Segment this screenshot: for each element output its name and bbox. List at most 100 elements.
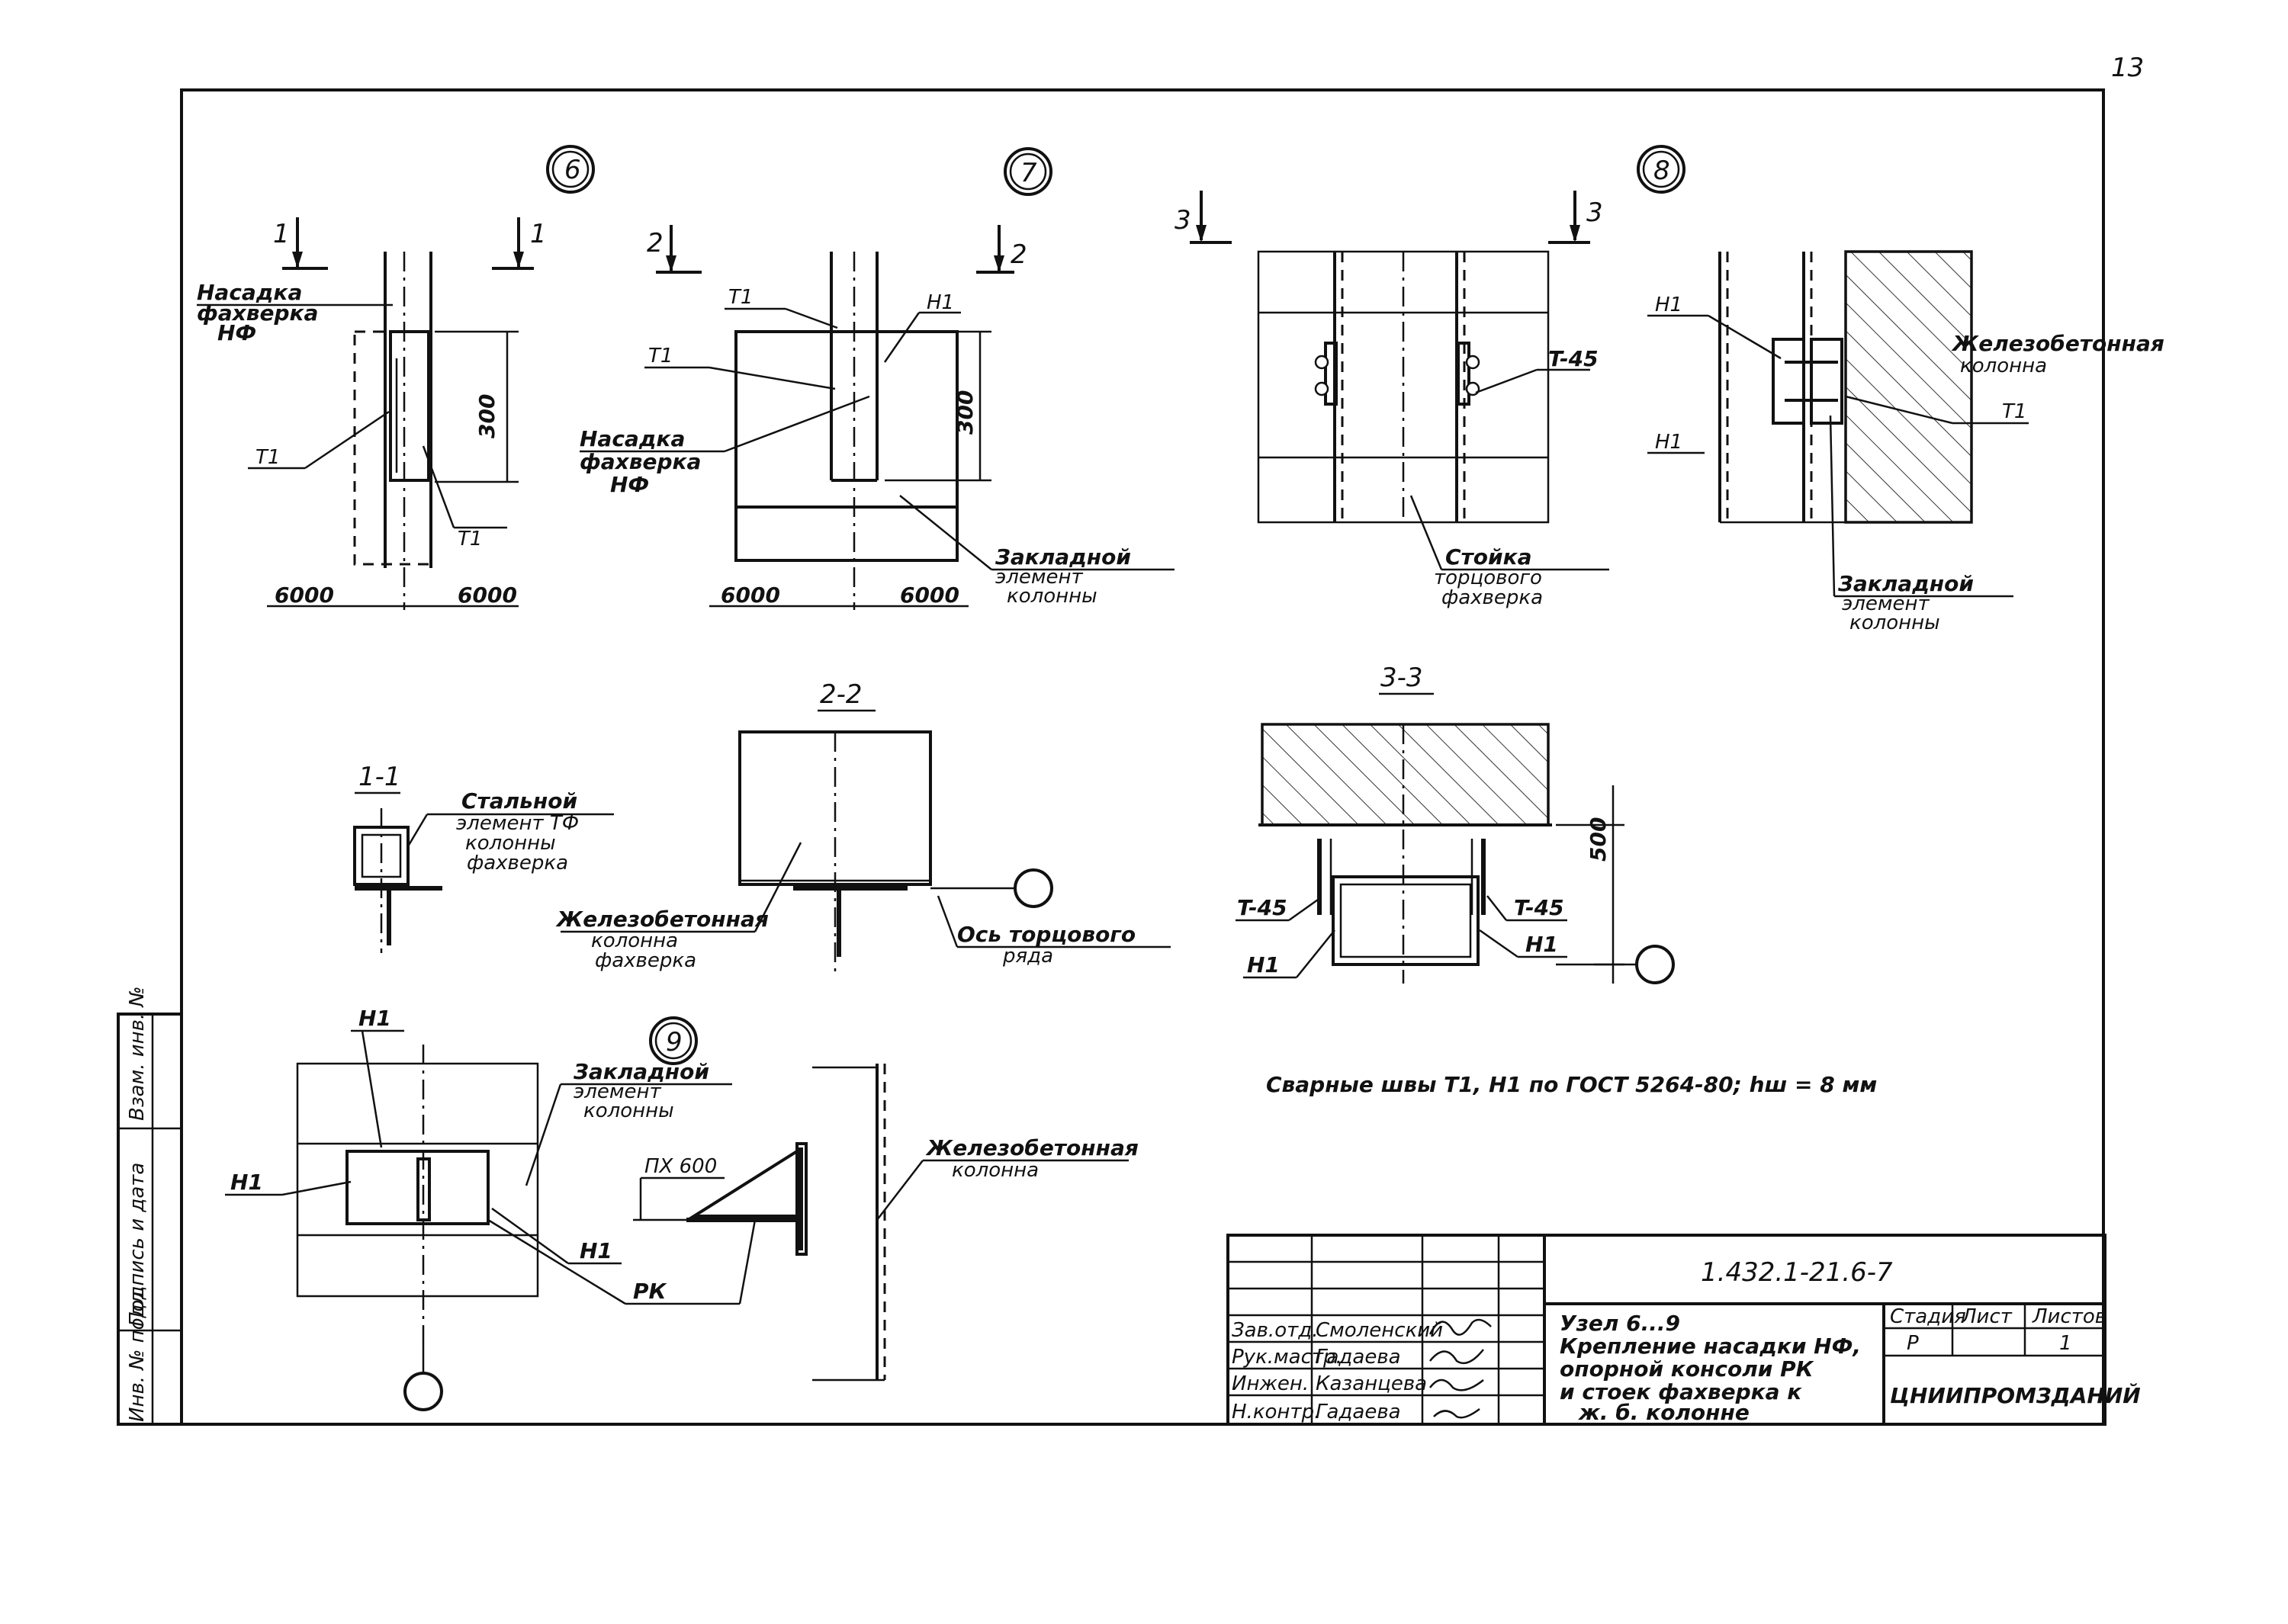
weld-note: Сварные швы Т1, Н1 по ГОСТ 5264-80; hш =… [1266,1072,1877,1097]
node-8-stoyka-line1: Стойка [1445,544,1532,570]
sheets-value: 1 [2059,1332,2072,1355]
node-9-zhb-line1: Железобетонная [925,1135,1139,1160]
section-3-3-weld-t45-left: T-45 [1237,895,1287,920]
stamp-podpis: Подпись и дата [126,1163,149,1327]
node-9-axis-marker [403,1372,443,1411]
node-7-nasadka-line3: НФ [610,472,649,497]
role-3-name: Казанцева [1316,1372,1427,1395]
node-6-dim-6000-right: 6000 [458,583,517,608]
node-8-zakladnoy-line3: колонны [1849,611,1940,634]
node-8-zhb-line2: колонна [1960,355,2047,377]
node-9-zakladnoy-line1: Закладной [573,1059,709,1084]
title-line-2: Крепление насадки НФ, [1560,1334,1861,1359]
node-6-weld-t1-right: T1 [458,528,482,550]
drawing-frame [180,88,2105,1426]
node-8-zakladnoy-line1: Закладной [1837,571,1974,596]
node-9-rk-label: РК [633,1279,668,1304]
section-1-1-stalnoy-line2: элемент ТФ [456,812,579,835]
node-7-weld-t1-top: T1 [728,286,753,309]
organization: ЦНИИПРОМЗДАНИЙ [1890,1382,2141,1408]
role-4: Н.контр. [1232,1401,1320,1423]
node-8-weld-h1-bottom: H1 [1655,431,1682,454]
title-line-3: опорной консоли РК [1560,1356,1815,1382]
section-mark-2-right: 2 [1011,239,1027,270]
node-7-dim-6000-left: 6000 [721,583,780,608]
section-2-2-os-line1: Ось торцового [957,922,1136,947]
title-block: 1.432.1-21.6-7 Узел 6...9 Крепление наса… [1226,1234,2141,1426]
page-number: 13 [2111,53,2144,83]
signature-4 [1433,1407,1480,1419]
section-mark-3-left: 3 [1175,205,1191,236]
node-7-dim-300: 300 [953,390,978,435]
section-3-3-title: 3-3 [1380,663,1423,693]
node-7-nasadka-line1: Насадка [580,426,685,451]
section-3-3: 3-3 500 T-45 H1 T-45 H1 [1236,663,1675,984]
stage-label: Стадия [1890,1305,1966,1328]
node-8-weld-h1-top: H1 [1655,294,1682,316]
section-1-1: 1-1 Стальной элемент ТФ колонны фахверка [353,762,614,953]
section-3-3-weld-h1-left: H1 [1247,952,1280,977]
node-7-dim-6000-right: 6000 [900,583,959,608]
node-8: 8 3 3 T-45 Стойка торцового фахверка [1175,145,2164,634]
section-2-2-zhb-line2: колонна [591,929,678,952]
section-2-2-zhb-line1: Железобетонная [555,907,769,932]
node-9-weld-h1-left: H1 [230,1170,263,1195]
section-2-2-os-line2: ряда [1002,945,1053,968]
role-1: Зав.отд. [1232,1319,1318,1342]
node-6-number: 6 [564,155,581,185]
node-8-weld-t1: T1 [2002,400,2026,423]
node-8-stoyka-line3: фахверка [1441,586,1543,609]
node-7-nasadka-line2: фахверка [580,449,701,474]
section-mark-1-left: 1 [273,219,290,249]
stage-value: Р [1907,1332,1919,1355]
role-4-name: Гадаева [1316,1401,1401,1423]
section-2-2-title: 2-2 [820,679,863,710]
section-mark-3-right: 3 [1586,197,1603,228]
node-9-zakladnoy-line3: колонны [583,1099,674,1122]
node-6-dim-300: 300 [474,394,500,438]
role-2-name: Гадаева [1316,1346,1401,1369]
title-line-4: и стоек фахверка к [1560,1379,1802,1404]
section-mark-1-right: 1 [530,219,547,249]
side-stamp: Инв. № подл. Подпись и дата Взам. инв. № [117,986,183,1426]
section-3-3-weld-t45-right: T-45 [1514,895,1564,920]
node-6-dim-6000-left: 6000 [275,583,334,608]
section-2-2: 2-2 Железобетонная колонна фахверка Ось … [555,679,1171,976]
node-7-zakladnoy-line1: Закладной [995,544,1131,570]
node-9-weld-h1-right: H1 [580,1238,612,1263]
node-6: 6 1 1 300 Насадка фахверка НФ T1 T1 6000… [197,145,595,610]
signature-2 [1429,1349,1484,1365]
node-9: 9 H1 H1 H1 Закладной элемент колонны РК … [225,1006,1139,1411]
section-2-2-zhb-line3: фахверка [595,949,696,972]
section-2-2-axis-marker [1014,868,1053,908]
section-3-3-axis-marker [1635,945,1675,984]
node-7: 7 2 2 300 T1 H1 T1 Насадка фахверка НФ З… [580,147,1175,610]
section-3-3-dim-500: 500 [1586,817,1611,862]
node-7-weld-t1-mid: T1 [648,345,673,367]
section-1-1-stalnoy-line4: фахверка [467,852,568,875]
sheets-label: Листов [2032,1305,2106,1328]
section-3-3-weld-h1-right: H1 [1525,932,1558,957]
sheet-label: Лист [1961,1305,2013,1328]
node-7-weld-h1: H1 [927,291,954,314]
stamp-vzam: Взам. инв. № [126,986,149,1121]
title-line-5: ж. б. колонне [1577,1400,1750,1425]
node-8-zhb-line1: Железобетонная [1951,331,2164,356]
node-7-number: 7 [1020,158,1037,188]
title-line-1: Узел 6...9 [1560,1311,1680,1336]
stamp-inv-podl: Инв. № подл. [126,1285,149,1422]
node-9-plate-label: ПХ 600 [644,1155,717,1178]
section-1-1-stalnoy-line1: Стальной [461,788,577,814]
node-6-nasadka-line1: Насадка [197,280,302,305]
node-9-weld-h1-top: H1 [358,1006,391,1031]
node-9-zhb-line2: колонна [952,1159,1039,1182]
section-1-1-stalnoy-line3: колонны [465,832,556,855]
node-6-nasadka-line3: НФ [217,320,256,345]
role-2: Рук.мастр. [1232,1346,1342,1369]
signature-3 [1429,1378,1484,1391]
node-9-number: 9 [666,1027,683,1058]
section-mark-2-left: 2 [647,228,664,258]
section-1-1-title: 1-1 [358,762,401,792]
node-8-number: 8 [1653,156,1670,186]
